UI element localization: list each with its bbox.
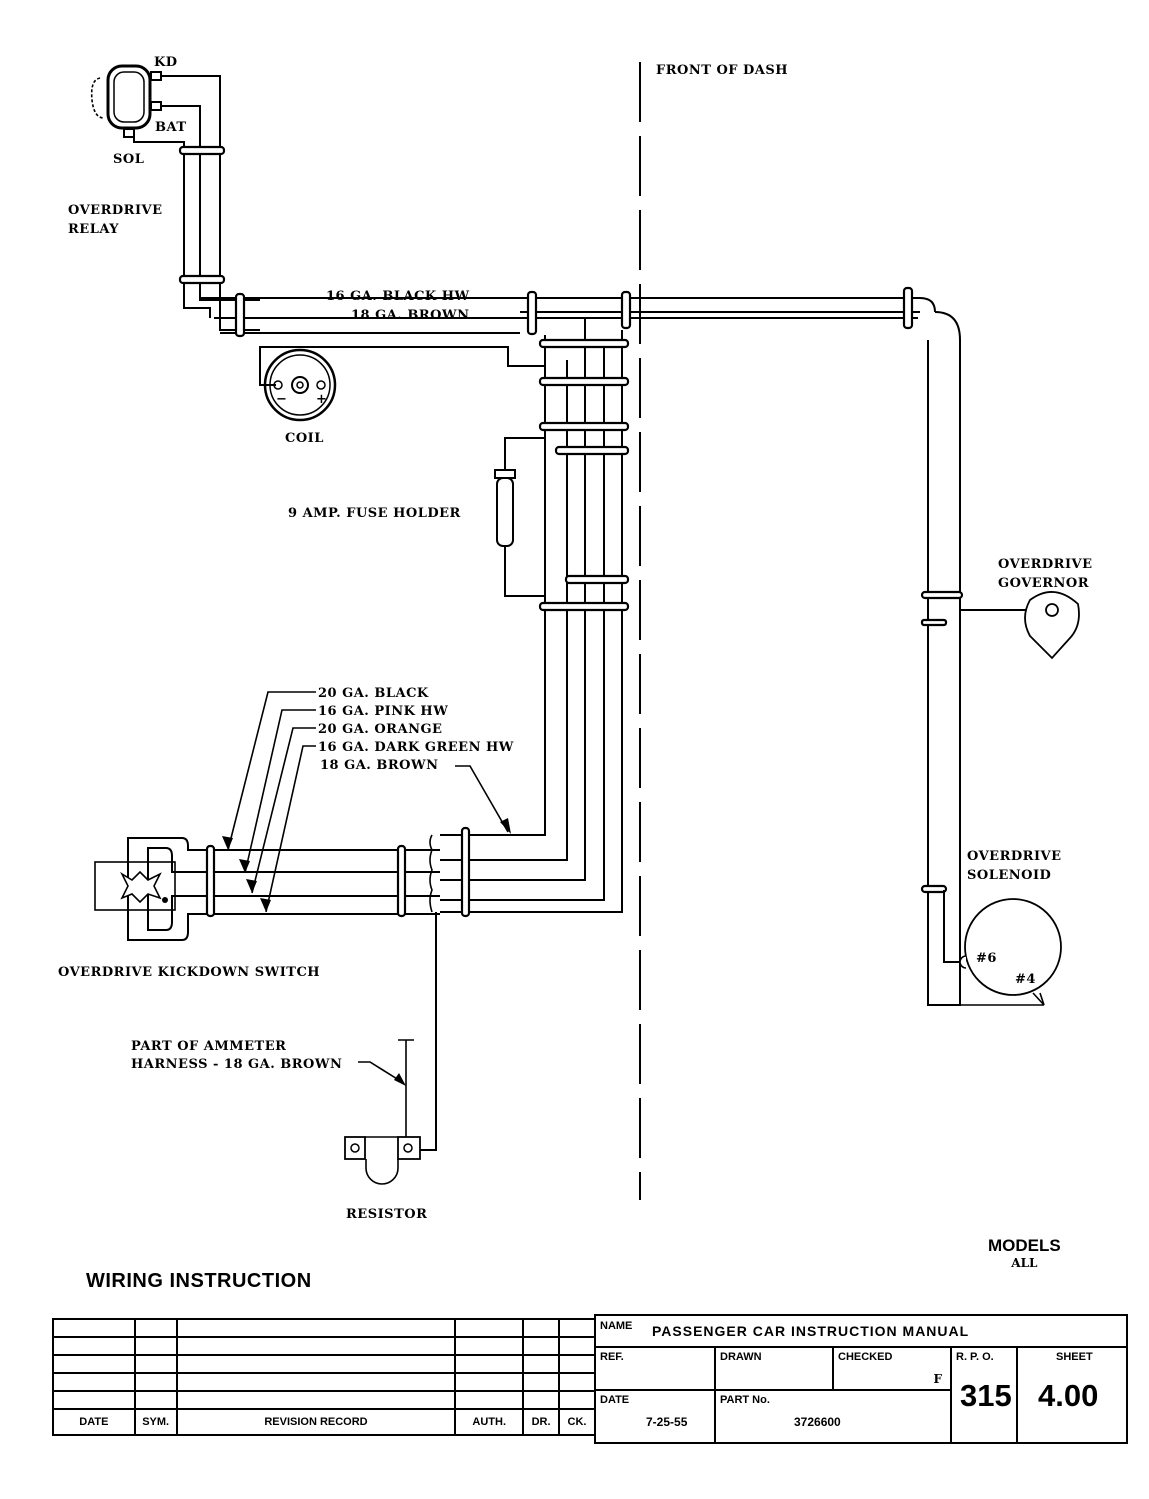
models-label: MODELS [988, 1236, 1061, 1255]
overdrive-governor-icon [920, 590, 1080, 660]
ref-label: REF. [600, 1351, 624, 1363]
relay-label-line2: RELAY [68, 222, 119, 237]
ammeter-label-line2: HARNESS - 18 GA. BROWN [131, 1057, 342, 1072]
relay-terminal-bat: BAT [155, 120, 187, 135]
kd-wire-label-16ga-pink-hw: 16 GA. PINK HW [318, 704, 448, 719]
date-cell: DATE 7-25-55 [596, 1391, 716, 1442]
kickdown-leader-lines [222, 691, 511, 913]
relay-label-line1: OVERDRIVE [68, 203, 163, 218]
rpo-label: R. P. O. [956, 1351, 994, 1363]
front-of-dash-label: FRONT OF DASH [656, 63, 788, 78]
checked-cell: CHECKED F [834, 1348, 952, 1391]
checked-label: CHECKED [838, 1351, 893, 1363]
rpo-cell: R. P. O. 315 [952, 1348, 1018, 1442]
name-label: NAME [600, 1320, 633, 1332]
name-value: PASSENGER CAR INSTRUCTION MANUAL [652, 1323, 970, 1339]
coil-icon [259, 346, 545, 422]
rpo-value: 315 [960, 1378, 1012, 1413]
kd-wire-label-18ga-brown: 18 GA. BROWN [320, 758, 438, 773]
coil-label: COIL [285, 431, 324, 446]
header-revision-record: REVISION RECORD [175, 1408, 457, 1436]
relay-terminal-sol: SOL [113, 152, 144, 167]
header-ck: CK. [558, 1408, 596, 1436]
wire-label-16ga-black-hw: 16 GA. BLACK HW [326, 289, 470, 304]
wire-label-18ga-brown-top: 18 GA. BROWN [351, 308, 469, 323]
relay-terminal-kd: KD [154, 55, 178, 70]
revision-row [52, 1318, 596, 1338]
page-title: WIRING INSTRUCTION [86, 1270, 312, 1292]
part-number-cell: PART No. 3726600 [716, 1391, 952, 1442]
sheet-label: SHEET [1056, 1351, 1093, 1363]
revision-row [52, 1354, 596, 1374]
title-block: NAME PASSENGER CAR INSTRUCTION MANUAL RE… [594, 1314, 1128, 1444]
fuse-holder-icon [494, 430, 546, 597]
header-auth: AUTH. [454, 1408, 525, 1436]
title-block-name-row: NAME PASSENGER CAR INSTRUCTION MANUAL [596, 1316, 1126, 1348]
date-value: 7-25-55 [646, 1415, 688, 1429]
header-dr: DR. [522, 1408, 561, 1436]
solenoid-terminal-4: #4 [1015, 972, 1036, 987]
governor-label-line1: OVERDRIVE [998, 557, 1093, 572]
top-harness [200, 286, 961, 1006]
solenoid-label-line1: OVERDRIVE [967, 849, 1062, 864]
overdrive-relay-icon [90, 64, 162, 138]
revision-row [52, 1390, 596, 1410]
fuse-holder-label: 9 AMP. FUSE HOLDER [288, 506, 461, 521]
models-block: MODELS ALL [988, 1236, 1061, 1270]
sheet-cell: SHEET 4.00 [1018, 1348, 1126, 1442]
coil-minus: − [276, 392, 287, 407]
coil-plus: + [316, 392, 327, 407]
revision-row [52, 1372, 596, 1392]
solenoid-terminal-6: #6 [976, 951, 997, 966]
ammeter-label-line1: PART OF AMMETER [131, 1039, 286, 1054]
part-number-label: PART No. [720, 1394, 770, 1406]
overdrive-solenoid-icon [920, 884, 1062, 1006]
kd-wire-label-20ga-orange: 20 GA. ORANGE [318, 722, 442, 737]
revision-record-table: DATE SYM. REVISION RECORD AUTH. DR. CK. [52, 1318, 596, 1436]
date-label: DATE [600, 1394, 630, 1406]
sheet-value: 4.00 [1038, 1378, 1099, 1413]
kd-wire-label-20ga-black: 20 GA. BLACK [318, 686, 429, 701]
resistor-icon [344, 912, 437, 1185]
drawn-label: DRAWN [720, 1351, 762, 1363]
vertical-harness [440, 318, 630, 913]
drawn-cell: DRAWN [716, 1348, 834, 1391]
header-sym: SYM. [133, 1408, 178, 1436]
part-number-value: 3726600 [794, 1415, 841, 1429]
solenoid-label-line2: SOLENOID [967, 868, 1051, 883]
ref-cell: REF. [596, 1348, 716, 1391]
resistor-label: RESISTOR [346, 1207, 427, 1222]
revision-header-row: DATE SYM. REVISION RECORD AUTH. DR. CK. [52, 1408, 596, 1436]
checked-value: F [933, 1372, 942, 1386]
governor-label-line2: GOVERNOR [998, 576, 1089, 591]
kickdown-switch-icon [94, 826, 471, 941]
revision-row [52, 1336, 596, 1356]
kd-wire-label-16ga-dark-green-hw: 16 GA. DARK GREEN HW [318, 740, 514, 755]
header-date: DATE [52, 1408, 136, 1436]
kickdown-switch-label: OVERDRIVE KICKDOWN SWITCH [58, 965, 320, 980]
models-value: ALL [1011, 1256, 1038, 1270]
